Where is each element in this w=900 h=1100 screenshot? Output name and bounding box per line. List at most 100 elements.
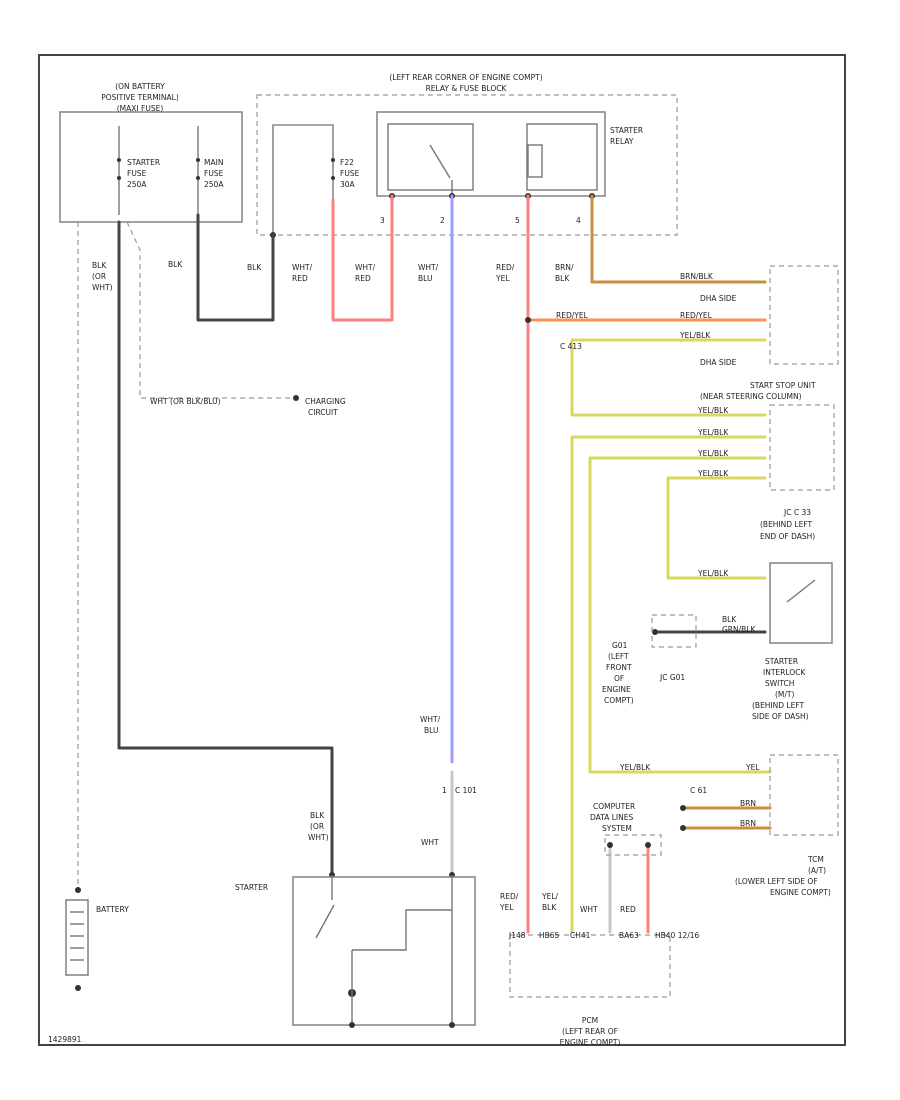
interlock-switch-blade [786,579,816,603]
wire-brn-blk [590,194,767,284]
svg-text:(NEAR STEERING COLUMN): (NEAR STEERING COLUMN) [700,392,802,401]
svg-text:BLK: BLK [92,261,107,270]
starter-internal [315,875,455,1028]
label-wht-or-blk-blu: WHT (OR BLK/BLU) [150,397,221,406]
dash-side-label-2: DHA SIDE [700,358,737,367]
start-stop-unit-label: START STOP UNIT (NEAR STEERING COLUMN) [700,381,816,401]
label-yel-blk-3: YEL/BLK [697,449,729,458]
svg-text:(ON BATTERY: (ON BATTERY [115,82,165,91]
starter-interlock-box [769,562,833,644]
pcm-pin-labels: J148 HB65 CH41 BA63 HB40 12/16 [508,931,700,940]
svg-text:BRN/: BRN/ [555,263,574,272]
pcm-label: PCM (LEFT REAR OF ENGINE COMPT) [560,1016,621,1047]
svg-text:BLK: BLK [310,811,325,820]
svg-text:RELAY & FUSE BLOCK: RELAY & FUSE BLOCK [426,84,508,93]
svg-text:ENGINE COMPT): ENGINE COMPT) [560,1038,621,1047]
svg-text:RELAY: RELAY [610,137,634,146]
svg-text:2: 2 [440,216,445,225]
wire-blk-starter-cable [117,220,334,877]
svg-text:FUSE: FUSE [340,169,360,178]
dash-side-connector-box [769,265,839,365]
svg-text:SIDE OF DASH): SIDE OF DASH) [752,712,809,721]
svg-text:WHT): WHT) [308,833,329,842]
label-wht-red-2: WHT/ RED [355,263,376,283]
svg-text:STARTER: STARTER [610,126,643,135]
label-red-yel-h1: RED/YEL [556,311,589,320]
start-stop-unit-box [769,404,835,491]
svg-text:(A/T): (A/T) [808,866,826,875]
figure-id: 1429891 [48,1035,82,1044]
svg-text:(MAXI FUSE): (MAXI FUSE) [117,104,164,113]
label-blk-1: BLK [168,260,183,269]
charging-circuit-terminal [293,395,299,401]
svg-text:DATA LINES: DATA LINES [590,813,633,822]
svg-text:BLK: BLK [542,903,557,912]
label-wht-pcm: WHT [580,905,598,914]
label-brn-2: BRN [740,819,756,828]
svg-text:RED: RED [292,274,308,283]
label-blk-2: BLK [247,263,262,272]
svg-text:BLU: BLU [418,274,432,283]
svg-text:(LOWER LEFT SIDE OF: (LOWER LEFT SIDE OF [735,877,818,886]
label-blk-or-wht-bottom: BLK (OR WHT) [308,811,329,842]
svg-text:4: 4 [576,216,581,225]
computer-data-lines-box [604,834,662,856]
jc-g01-label: JC G01 [659,673,685,682]
label-yel-blk-1: YEL/BLK [697,406,729,415]
svg-text:FRONT: FRONT [606,663,632,672]
wire-blk-loop [196,213,275,322]
svg-text:TCM: TCM [807,855,824,864]
label-red-yel-h2: RED/YEL [680,311,713,320]
pcm-box [509,934,671,998]
starter-relay: STARTER RELAY [376,111,643,197]
label-brn-1: BRN [740,799,756,808]
svg-text:MAIN: MAIN [204,158,223,167]
ground-g01-box [651,614,697,648]
svg-text:CH41: CH41 [570,931,591,940]
label-yel-blk-5: YEL/BLK [697,569,729,578]
wire-yel-blk-loop-1 [570,338,767,417]
svg-text:ENGINE COMPT): ENGINE COMPT) [770,888,831,897]
dash-side-label-1: DHA SIDE [700,294,737,303]
svg-text:RED/: RED/ [496,263,515,272]
jc-c33-label: JC C 33 (BEHIND LEFT END OF DASH) [760,508,815,541]
wire-charging-circuit [126,221,296,399]
label-yel-blk-h: YEL/BLK [679,331,711,340]
svg-text:COMPUTER: COMPUTER [593,802,635,811]
svg-text:5: 5 [515,216,520,225]
label-yel-blk-bottom: YEL/ BLK [541,892,558,912]
charging-circuit-label: CHARGING CIRCUIT [305,397,346,417]
computer-data-lines-label: COMPUTER DATA LINES SYSTEM [590,802,635,833]
battery [65,222,89,991]
main-fuse: MAIN FUSE 250A [196,126,224,215]
svg-text:STARTER: STARTER [127,158,160,167]
label-wht-blu-top: WHT/ BLU [418,263,439,283]
label-red-yel-top: RED/ YEL [495,263,515,283]
label-wht-blu-mid: WHT/ BLU [420,715,441,735]
svg-text:(BEHIND LEFT: (BEHIND LEFT [760,520,813,529]
svg-text:(OR: (OR [92,272,106,281]
svg-text:3: 3 [380,216,385,225]
svg-text:RED/: RED/ [500,892,519,901]
label-yel: YEL [745,763,760,772]
svg-text:250A: 250A [204,180,224,189]
label-grn-blk: GRN/BLK [722,625,756,634]
conn-c61-label: C 61 [690,786,707,795]
relay-fuse-block [256,94,678,236]
svg-text:WHT): WHT) [92,283,113,292]
svg-text:WHT/: WHT/ [420,715,441,724]
svg-text:(OR: (OR [310,822,324,831]
svg-text:CHARGING: CHARGING [305,397,346,406]
label-wht-bottom: WHT [421,838,439,847]
label-red-pcm: RED [620,905,636,914]
relay-terminals [270,193,595,238]
svg-text:WHT/: WHT/ [292,263,313,272]
svg-text:J148: J148 [508,931,526,940]
svg-text:HB65: HB65 [539,931,560,940]
label-brn-blk: BRN/ BLK [555,263,574,283]
svg-text:SWITCH: SWITCH [765,679,794,688]
svg-text:30A: 30A [340,180,356,189]
svg-text:FUSE: FUSE [127,169,147,178]
svg-text:BLK: BLK [555,274,570,283]
